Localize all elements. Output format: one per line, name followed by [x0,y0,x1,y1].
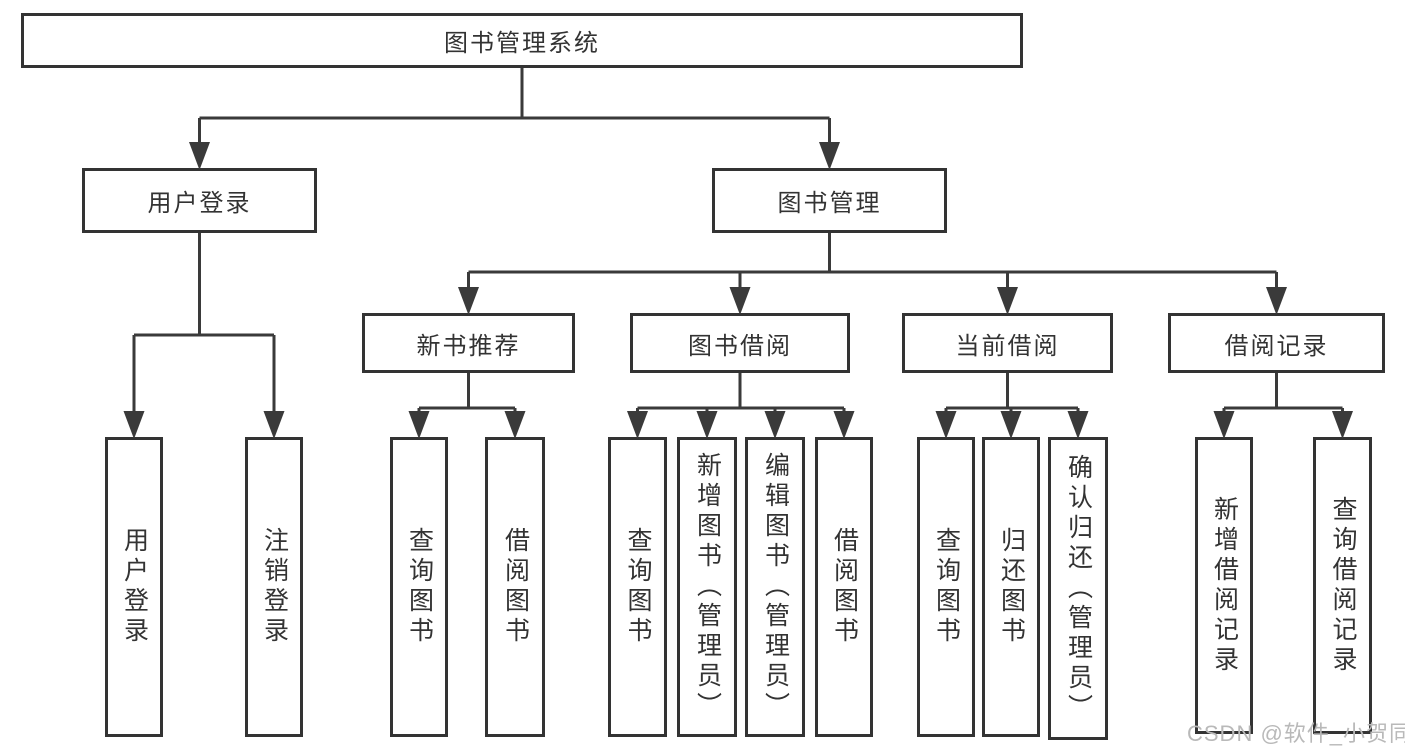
leaf-query-book-recommend: 查询图书 [390,437,448,737]
node-library-system: 图书管理系统 [21,13,1023,68]
watermark-text: CSDN @软件_小贺同学 [1187,721,1405,746]
leaf-edit-book-admin: 编辑图书（管理员） [745,437,805,737]
node-book-management: 图书管理 [712,168,947,233]
leaf-logout: 注销登录 [245,437,303,737]
node-user-login: 用户登录 [82,168,317,233]
leaf-add-book-admin: 新增图书（管理员） [677,437,737,737]
leaf-confirm-return-admin: 确认归还（管理员） [1048,437,1108,740]
leaf-user-login: 用户登录 [105,437,163,737]
leaf-query-book-current: 查询图书 [917,437,975,737]
node-current-borrow: 当前借阅 [902,313,1113,373]
node-borrow-record: 借阅记录 [1168,313,1385,373]
leaf-query-book-borrow: 查询图书 [608,437,667,737]
node-new-book-recommend: 新书推荐 [362,313,575,373]
leaf-query-borrow-record: 查询借阅记录 [1313,437,1372,734]
node-book-borrow: 图书借阅 [630,313,850,373]
leaf-return-book: 归还图书 [982,437,1040,737]
leaf-borrow-book-recommend: 借阅图书 [485,437,545,737]
leaf-add-borrow-record: 新增借阅记录 [1195,437,1253,734]
leaf-borrow-book: 借阅图书 [815,437,873,737]
